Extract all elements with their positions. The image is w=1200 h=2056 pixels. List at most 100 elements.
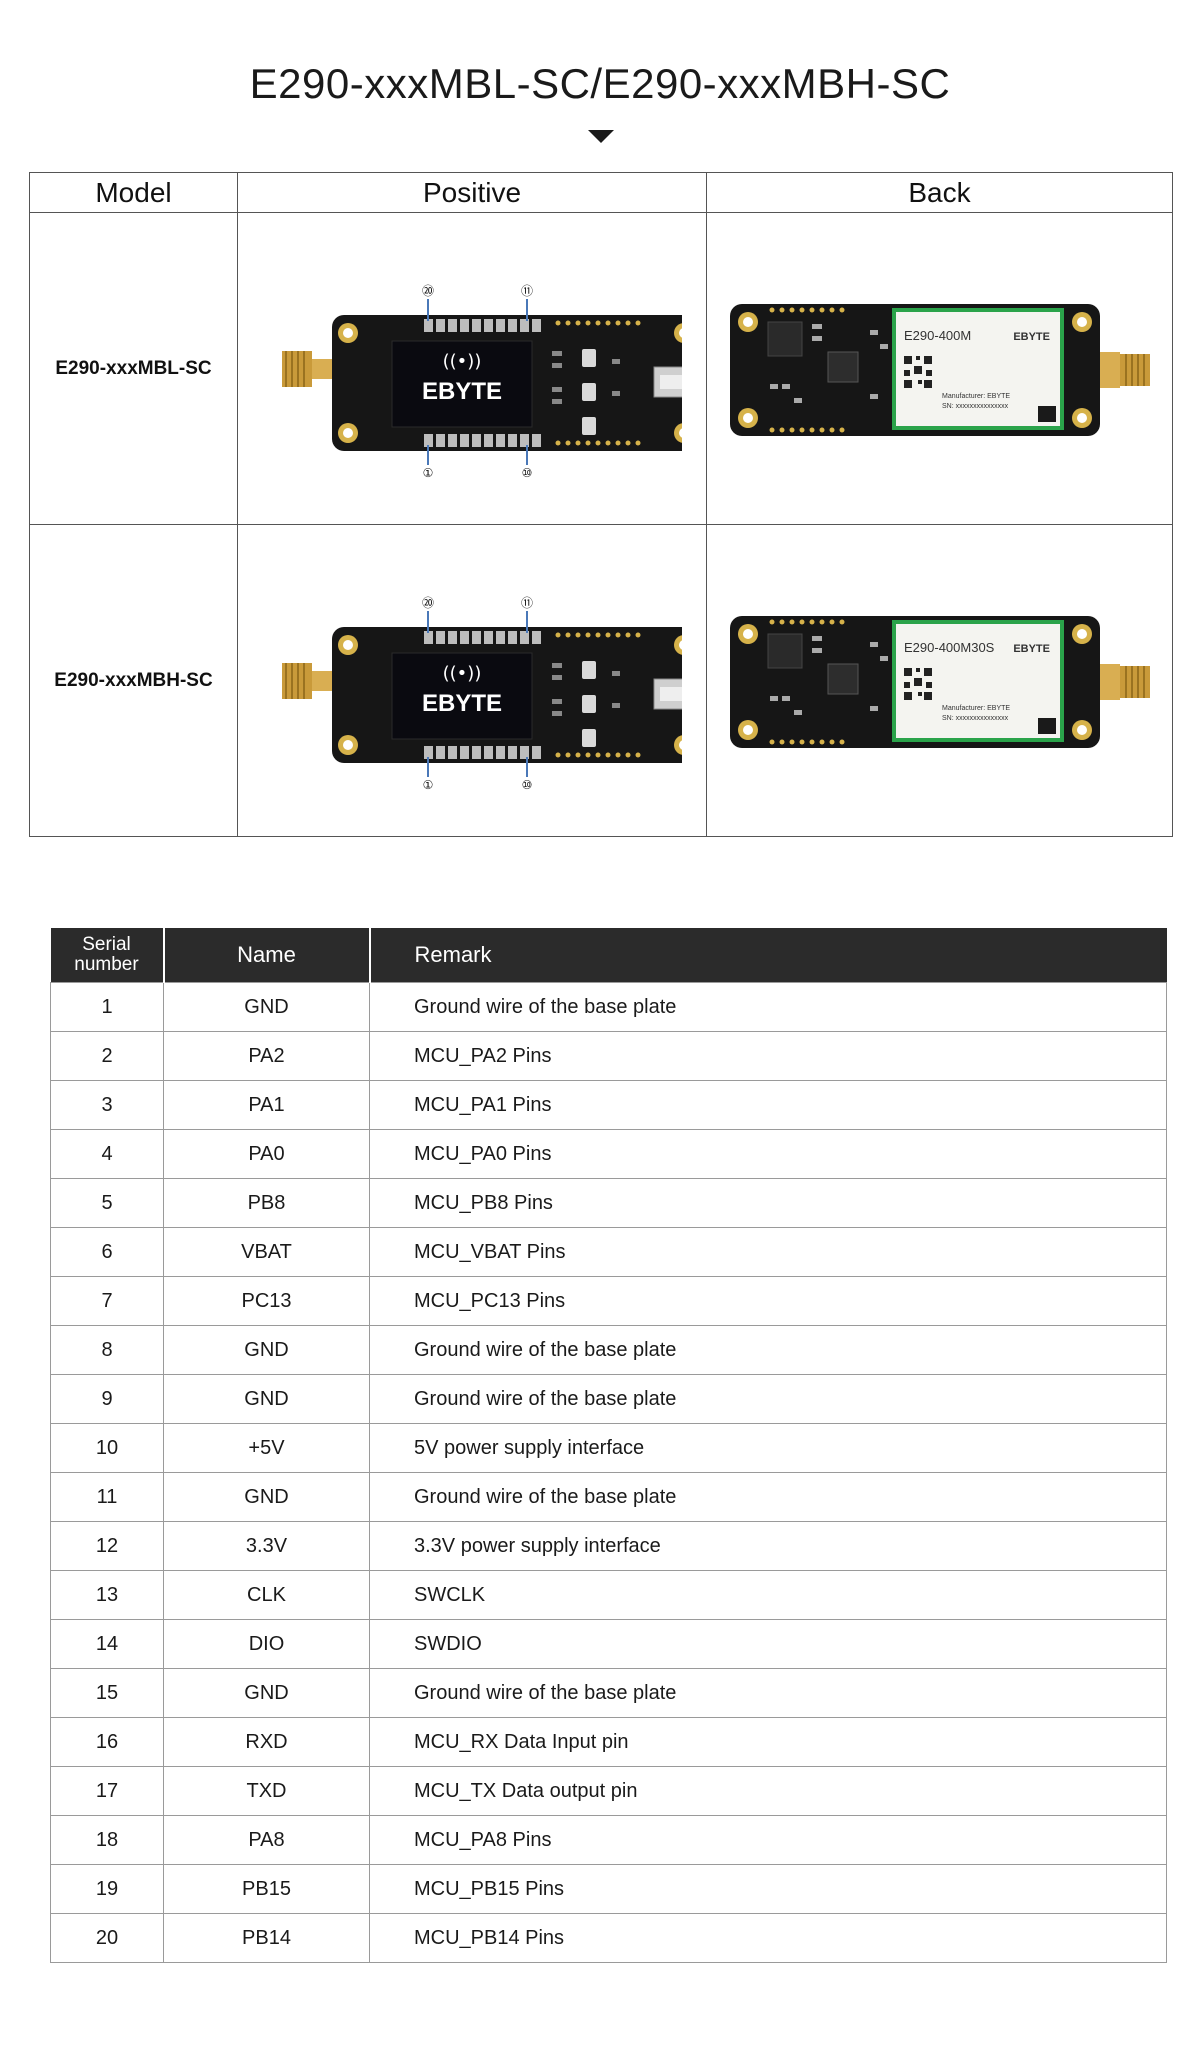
pin-name: DIO xyxy=(163,1619,370,1669)
pin-remark: MCU_PB8 Pins xyxy=(369,1178,1167,1228)
module-brand: EBYTE xyxy=(1013,331,1050,343)
pin-remark: 3.3V power supply interface xyxy=(369,1521,1167,1571)
pin-name: GND xyxy=(163,982,370,1032)
pin-number: 18 xyxy=(50,1815,164,1865)
model-name: E290-xxxMBL-SC xyxy=(29,212,238,525)
pin-name: +5V xyxy=(163,1423,370,1473)
pin-name: CLK xyxy=(163,1570,370,1620)
back-image-cell: E290-400M EBYTE Manufacturer: EBYTE SN: … xyxy=(706,212,1173,525)
pin-name: PB14 xyxy=(163,1913,370,1963)
pin-remark: Ground wire of the base plate xyxy=(369,1668,1167,1718)
module-label: E290-400M30S xyxy=(904,640,995,655)
pin-number: 11 xyxy=(50,1472,164,1522)
header-serial-line1: Serial xyxy=(82,934,131,955)
pin-number: 6 xyxy=(50,1227,164,1277)
pin-number: 19 xyxy=(50,1864,164,1914)
pin-callout-11: ⑪ xyxy=(521,596,533,610)
board-back-image: E290-400M EBYTE Manufacturer: EBYTE SN: … xyxy=(729,303,1150,436)
pin-remark: MCU_PB14 Pins xyxy=(369,1913,1167,1963)
pin-name: PA0 xyxy=(163,1129,370,1179)
model-name: E290-xxxMBH-SC xyxy=(29,524,238,837)
board-front-image: ((•)) EBYTE ⑳ xyxy=(282,596,682,791)
pin-name: 3.3V xyxy=(163,1521,370,1571)
ebyte-logo: EBYTE xyxy=(422,690,502,717)
pin-remark: Ground wire of the base plate xyxy=(369,1374,1167,1424)
pin-callout-20: ⑳ xyxy=(422,284,434,298)
pin-remark: MCU_PC13 Pins xyxy=(369,1276,1167,1326)
models-table: Model Positive Back E290-xxxMBL-SC xyxy=(29,172,1173,837)
pin-number: 9 xyxy=(50,1374,164,1424)
pin-number: 10 xyxy=(50,1423,164,1473)
header-serial-line2: number xyxy=(74,954,139,975)
module-sn: SN: xxxxxxxxxxxxxxx xyxy=(942,715,1009,722)
pin-remark: 5V power supply interface xyxy=(369,1423,1167,1473)
pin-name: VBAT xyxy=(163,1227,370,1277)
pin-number: 20 xyxy=(50,1913,164,1963)
svg-text:((•)): ((•)) xyxy=(443,351,482,372)
pin-name: PC13 xyxy=(163,1276,370,1326)
pin-remark: MCU_PB15 Pins xyxy=(369,1864,1167,1914)
ebyte-logo: EBYTE xyxy=(422,378,502,405)
pin-remark: MCU_PA1 Pins xyxy=(369,1080,1167,1130)
pin-remark: Ground wire of the base plate xyxy=(369,1325,1167,1375)
pin-number: 7 xyxy=(50,1276,164,1326)
oled-display xyxy=(391,340,533,427)
pin-remark: MCU_RX Data Input pin xyxy=(369,1717,1167,1767)
pin-remark: SWDIO xyxy=(369,1619,1167,1669)
pin-number: 2 xyxy=(50,1031,164,1081)
pin-callout-1: ① xyxy=(423,778,434,791)
pin-remark: MCU_PA2 Pins xyxy=(369,1031,1167,1081)
header-serial-number: Serial number xyxy=(50,928,165,983)
sma-connector xyxy=(1119,665,1150,698)
pin-name: GND xyxy=(163,1325,370,1375)
pin-name: GND xyxy=(163,1472,370,1522)
pin-name: PA1 xyxy=(163,1080,370,1130)
pin-name: PB15 xyxy=(163,1864,370,1914)
pin-number: 1 xyxy=(50,982,164,1032)
board-back-image: E290-400M30S EBYTE Manufacturer: EBYTE S… xyxy=(729,615,1150,748)
pin-remark: MCU_PA8 Pins xyxy=(369,1815,1167,1865)
pin-remark: Ground wire of the base plate xyxy=(369,982,1167,1032)
pin-callout-20: ⑳ xyxy=(422,596,434,610)
pin-callout-10: ⑩ xyxy=(522,466,533,479)
pin-number: 8 xyxy=(50,1325,164,1375)
model-row: E290-xxxMBL-SC xyxy=(29,212,1173,525)
pin-remark: MCU_VBAT Pins xyxy=(369,1227,1167,1277)
pin-name: RXD xyxy=(163,1717,370,1767)
front-image-cell: ((•)) EBYTE xyxy=(237,212,707,525)
model-row: E290-xxxMBH-SC xyxy=(29,524,1173,837)
pin-name: GND xyxy=(163,1374,370,1424)
pin-name: TXD xyxy=(163,1766,370,1816)
pin-number: 13 xyxy=(50,1570,164,1620)
sma-connector xyxy=(1119,353,1150,386)
board-front-image: ((•)) EBYTE xyxy=(282,284,682,479)
pin-remark: Ground wire of the base plate xyxy=(369,1472,1167,1522)
pin-remark: MCU_TX Data output pin xyxy=(369,1766,1167,1816)
module-sn: SN: xxxxxxxxxxxxxxx xyxy=(942,403,1009,410)
pin-number: 4 xyxy=(50,1129,164,1179)
header-name: Name xyxy=(163,928,371,983)
page-title: E290-xxxMBL-SC/E290-xxxMBH-SC xyxy=(249,60,951,107)
oled-display xyxy=(391,652,533,739)
pin-callout-1: ① xyxy=(423,466,434,479)
pin-callout-11: ⑪ xyxy=(521,284,533,298)
caret-down-icon xyxy=(588,130,614,143)
back-image-cell: E290-400M30S EBYTE Manufacturer: EBYTE S… xyxy=(706,524,1173,837)
pin-remark: SWCLK xyxy=(369,1570,1167,1620)
